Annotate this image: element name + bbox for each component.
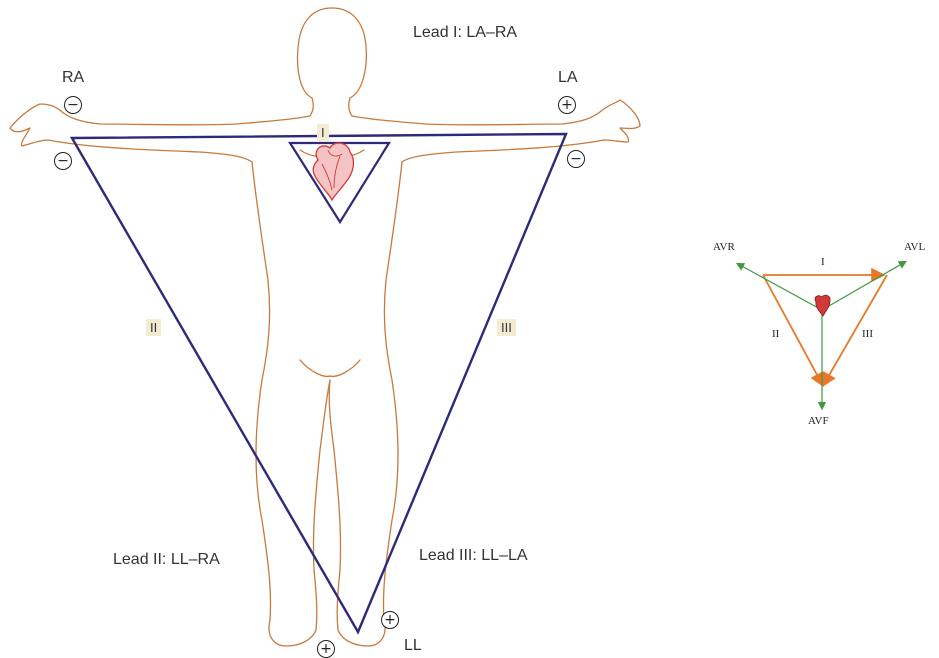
ra-label: RA xyxy=(62,69,84,87)
ll-positive-electrode-lead3: + xyxy=(381,611,399,629)
inset-avf-label: AVF xyxy=(808,415,829,427)
inset-lead1-label: I xyxy=(821,256,825,268)
inset-triangle-diagram xyxy=(738,262,905,408)
ll-label: LL xyxy=(404,637,422,655)
ra-negative-electrode-lead2: − xyxy=(54,152,72,170)
inset-lead3-label: III xyxy=(862,328,873,340)
inset-avr-label: AVR xyxy=(713,241,735,253)
body-outline xyxy=(10,8,640,646)
lead2-tag: II xyxy=(146,319,161,336)
inset-lead2-label: II xyxy=(772,328,779,340)
lead1-tag: I xyxy=(317,124,329,141)
heart-icon xyxy=(313,143,353,200)
lead2-caption: Lead II: LL–RA xyxy=(113,551,220,569)
ll-positive-electrode-lead2: + xyxy=(317,640,335,658)
inset-avl-label: AVL xyxy=(904,241,925,253)
inset-heart-icon xyxy=(815,295,830,316)
la-positive-electrode: + xyxy=(558,96,576,114)
lead3-caption: Lead III: LL–LA xyxy=(419,547,528,565)
lead3-tag: III xyxy=(497,319,516,336)
lead1-caption: Lead I: LA–RA xyxy=(413,24,517,42)
ra-negative-electrode: − xyxy=(64,96,82,114)
la-label: LA xyxy=(558,69,578,87)
la-negative-electrode-lead3: − xyxy=(567,150,585,168)
